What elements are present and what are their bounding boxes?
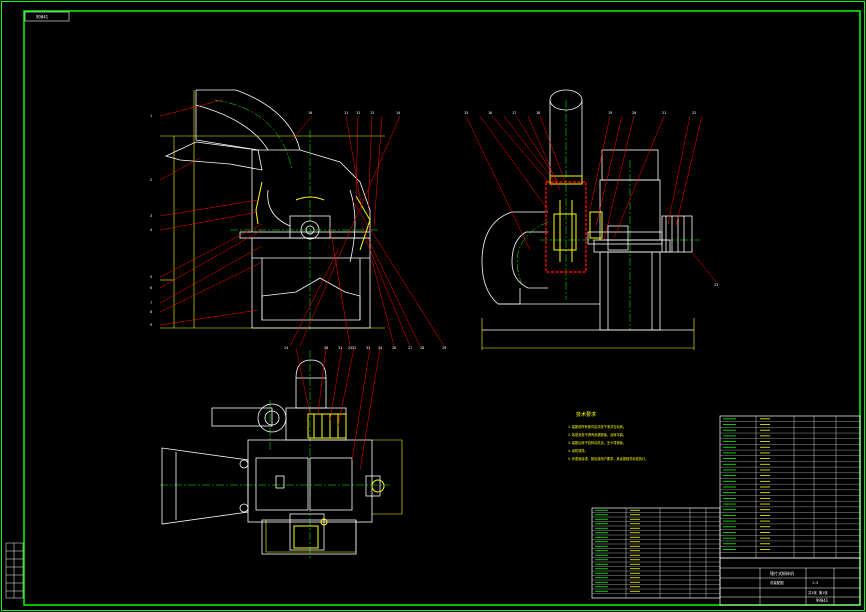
requirement-line: 4.涂防锈漆。 (568, 448, 588, 453)
balloon-label: 32 (352, 346, 356, 350)
balloon-label: 28 (420, 346, 424, 350)
title-block-scale: 1:5 (812, 581, 818, 585)
drawing-tag-text: 99041 (36, 15, 49, 20)
balloon-label: 14 (396, 111, 400, 115)
balloon-label: 21 (662, 111, 666, 115)
technical-requirements-title: 技术要求 (576, 411, 596, 418)
balloon-label: 1 (150, 114, 152, 118)
balloon-label: 13 (370, 111, 374, 115)
side-view (465, 89, 717, 350)
drawing-tag: 99041 (24, 11, 70, 22)
front-view (159, 89, 445, 347)
balloon-label: 23 (714, 283, 718, 287)
balloon-label: 25 (348, 346, 352, 350)
balloon-label: 20 (632, 111, 636, 115)
balloon-label: 3 (150, 214, 152, 218)
bom-frame (719, 415, 861, 559)
balloon-label: 29 (442, 346, 446, 350)
balloon-label: 22 (692, 111, 696, 115)
balloon-label: 5 (150, 275, 152, 279)
title-block-subtitle: 总装配图 (770, 580, 784, 585)
balloon-label: 31 (338, 346, 342, 350)
balloon-label: 27 (408, 346, 412, 350)
balloon-label: 8 (150, 310, 152, 314)
inner-border (23, 10, 861, 606)
title-block-title: 锤片式粉碎机 (770, 570, 794, 576)
title-block-drawing-no: 99041 (816, 598, 829, 603)
balloon-label: 12 (356, 111, 360, 115)
balloon-label: 18 (536, 111, 540, 115)
balloon-label: 30 (324, 346, 328, 350)
balloon-label: 15 (464, 111, 468, 115)
balloon-label: 16 (488, 111, 492, 115)
top-view (160, 347, 403, 560)
requirement-line: 3.装配后转子应转动灵活，无卡滞现象。 (568, 440, 626, 445)
requirement-line: 1.装配前所有零件应清洗干净并去毛刺。 (568, 424, 626, 429)
balloon-label: 9 (150, 323, 152, 327)
bom-table-right (719, 415, 861, 559)
balloon-label: 24 (284, 346, 288, 350)
bom-table-left (591, 507, 721, 599)
requirement-line: 2.各密封处不得有渗漏现象，运转平稳。 (568, 432, 626, 437)
balloon-label: 33 (366, 346, 370, 350)
balloon-label: 17 (512, 111, 516, 115)
requirement-line: 5.外表面涂漆，颜色按用户要求，其余按相关标准执行。 (568, 456, 648, 461)
balloon-label: 10 (308, 111, 312, 115)
balloon-label: 7 (150, 301, 152, 305)
balloon-label: 2 (150, 178, 152, 182)
balloon-label: 19 (608, 111, 612, 115)
balloon-labels: 1 2 3 4 5 6 7 8 9 10 11 12 13 14 15 16 1… (150, 111, 718, 350)
left-margin-table (5, 542, 24, 599)
balloon-label: 26 (392, 346, 396, 350)
balloon-label: 6 (150, 286, 152, 290)
balloon-label: 34 (378, 346, 382, 350)
balloon-label: 11 (344, 111, 348, 115)
technical-requirements: 技术要求 1.装配前所有零件应清洗干净并去毛刺。 2.各密封处不得有渗漏现象，运… (568, 411, 648, 461)
title-block-sheet: 共1张 第1张 (808, 590, 828, 595)
balloon-label: 4 (150, 228, 152, 232)
title-block: 锤片式粉碎机 总装配图 1:5 共1张 第1张 99041 (719, 557, 861, 606)
